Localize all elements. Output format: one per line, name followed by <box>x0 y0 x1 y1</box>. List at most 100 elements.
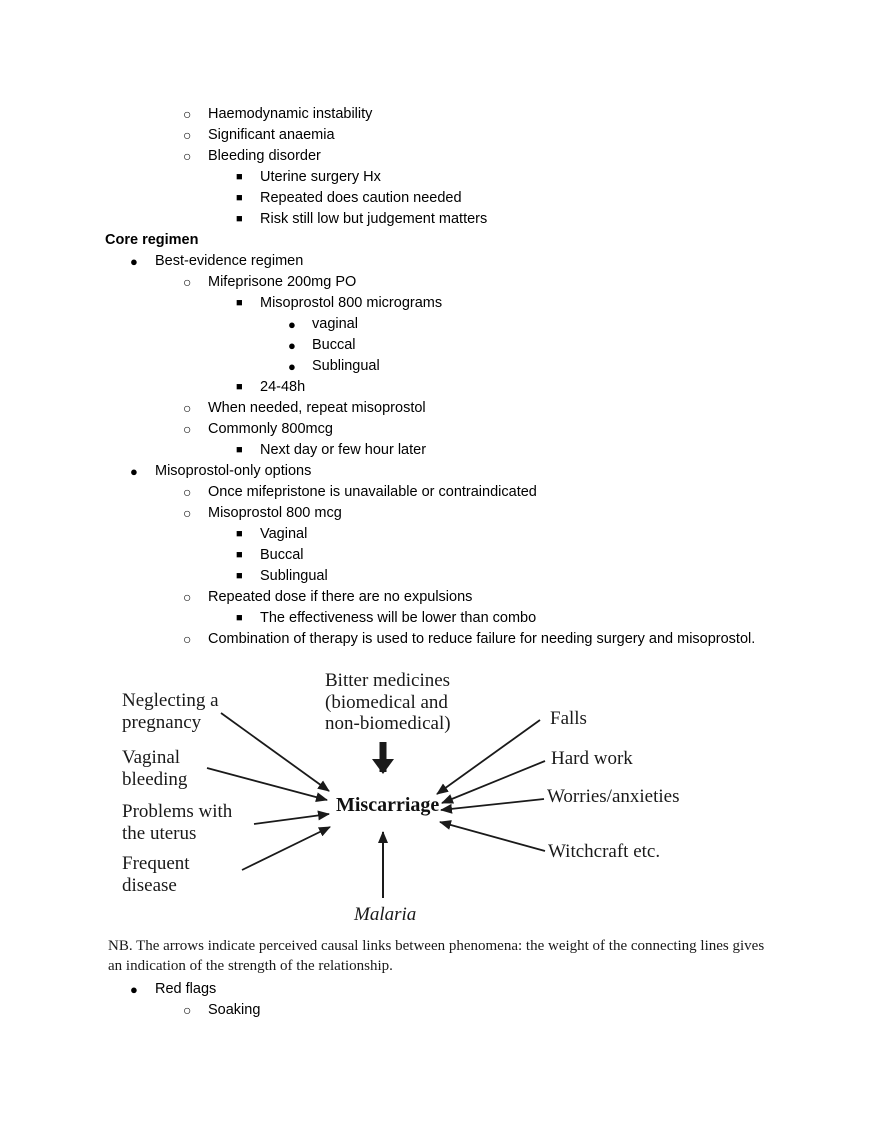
list-item: ○ Once mifepristone is unavailable or con… <box>0 482 880 503</box>
arrow-vaginal-bleeding-to-miscarriage <box>206 767 328 802</box>
bullet-icon: ● <box>130 982 138 997</box>
bullet-icon: ○ <box>183 631 192 647</box>
heading: Core regimen <box>0 230 880 251</box>
bullet-icon: ● <box>130 464 138 479</box>
bullet-icon: ○ <box>183 274 192 290</box>
list-item-text: Misoprostol-only options <box>155 463 312 479</box>
list-item-text: Uterine surgery Hx <box>260 169 381 185</box>
list-item-text: Combination of therapy is used to reduce… <box>208 631 756 647</box>
list-item-text: Bleeding disorder <box>208 148 321 164</box>
bullet-icon: ■ <box>236 381 243 393</box>
bullet-icon: ■ <box>236 570 243 582</box>
list-item: ● Red flags <box>0 979 880 1000</box>
bullet-icon: ○ <box>183 505 192 521</box>
bullet-icon: ■ <box>236 612 243 624</box>
list-item-text: Red flags <box>155 981 217 997</box>
list-item: ● Best-evidence regimen <box>0 251 880 272</box>
list-item-text: Repeated dose if there are no expulsions <box>208 589 473 605</box>
list-item: ●Sublingual <box>0 356 880 377</box>
list-item-text: Buccal <box>312 337 356 353</box>
list-item: ○ Haemodynamic instability <box>0 104 880 125</box>
bullet-icon: ○ <box>183 484 192 500</box>
list-item: ■ Buccal <box>0 545 880 566</box>
bullet-icon: ○ <box>183 1002 192 1018</box>
list-item-text: The effectiveness will be lower than com… <box>260 610 537 626</box>
list-item: ○ When needed, repeat misoprostol <box>0 398 880 419</box>
figure-label-vaginal-bleeding: Vaginal bleeding <box>122 747 188 790</box>
bullet-icon: ■ <box>236 213 243 225</box>
bullet-icon: ■ <box>236 444 243 456</box>
list-item-text: Next day or few hour later <box>260 442 427 458</box>
arrow-hard-work-to-miscarriage <box>441 760 546 804</box>
list-item: ○ Significant anaemia <box>0 125 880 146</box>
list-item-text: Misoprostol 800 mcg <box>208 505 342 521</box>
bullet-icon: ■ <box>236 549 243 561</box>
figure-label-problems-uterus: Problems with the uterus <box>122 801 233 844</box>
list-item: ○ Soaking <box>0 1000 880 1021</box>
bullet-icon: ● <box>288 317 296 332</box>
arrow-frequent-disease-to-miscarriage <box>241 826 331 871</box>
arrow-falls-to-miscarriage <box>436 719 541 795</box>
bullet-icon: ● <box>288 338 296 353</box>
figure-label-worries-anxieties: Worries/anxieties <box>547 786 680 807</box>
bullet-icon: ■ <box>236 192 243 204</box>
arrow-witchcraft-to-miscarriage <box>439 820 546 852</box>
arrow-worries-to-miscarriage <box>440 798 545 814</box>
list-item-text: Best-evidence regimen <box>155 253 304 269</box>
list-item: ■ Repeated does caution needed <box>0 188 880 209</box>
list-item-text: vaginal <box>312 316 358 332</box>
bullet-icon: ■ <box>236 297 243 309</box>
figure-arrows <box>206 712 546 898</box>
bullet-icon: ○ <box>183 148 192 164</box>
arrow-problems-uterus-to-miscarriage <box>253 810 330 825</box>
list-item-text: Mifeprisone 200mg PO <box>208 274 357 290</box>
list-item: ■ Next day or few hour later <box>0 440 880 461</box>
bullet-icon: ○ <box>183 106 192 122</box>
bullet-icon: ■ <box>236 171 243 183</box>
list-item-text: When needed, repeat misoprostol <box>208 400 426 416</box>
figure-caption: NB. The arrows indicate perceived causal… <box>108 938 765 974</box>
list-item-text: Repeated does caution needed <box>260 190 462 206</box>
figure-label-falls: Falls <box>550 708 587 729</box>
list-item: ■Vaginal <box>0 524 880 545</box>
list-item: ○ Repeated dose if there are no expulsion… <box>0 587 880 608</box>
list-item: ■ Uterine surgery Hx <box>0 167 880 188</box>
figure-label-frequent-disease: Frequent disease <box>122 853 190 896</box>
bulleted-list-footer: ● Red flags ○ Soaking <box>0 979 880 1021</box>
figure-center-miscarriage: Miscarriage <box>336 794 440 816</box>
arrow-neglecting-to-miscarriage <box>220 712 330 792</box>
figure-label-neglecting-pregnancy: Neglecting a pregnancy <box>122 690 219 733</box>
list-item-text: Buccal <box>260 547 304 563</box>
list-item: ○ Mifeprisone 200mg PO <box>0 272 880 293</box>
list-item-text: Significant anaemia <box>208 127 335 143</box>
list-item-text: Misoprostol 800 micrograms <box>260 295 443 311</box>
list-item-text: Risk still low but judgement matters <box>260 211 488 227</box>
list-item: ○Commonly 800mcg <box>0 419 880 440</box>
bullet-icon: ○ <box>183 127 192 143</box>
bullet-icon: ○ <box>183 421 192 437</box>
list-item: ● vaginal <box>0 314 880 335</box>
list-item-text: Core regimen <box>105 232 199 248</box>
list-item: ■ Sublingual <box>0 566 880 587</box>
list-item: ■ 24-48h <box>0 377 880 398</box>
list-item: ○ Combination of therapy is used to reduc… <box>0 629 880 650</box>
bulleted-list-main: ○ Haemodynamic instability ○ Significant an… <box>0 104 880 650</box>
list-item-text: Soaking <box>208 1002 261 1018</box>
bullet-icon: ■ <box>236 528 243 540</box>
list-item: ■ Misoprostol 800 micrograms <box>0 293 880 314</box>
list-item-text: 24-48h <box>260 379 306 395</box>
list-item-text: Haemodynamic instability <box>208 106 373 122</box>
bullet-icon: ● <box>288 359 296 374</box>
list-item: ○ Bleeding disorder <box>0 146 880 167</box>
bullet-icon: ○ <box>183 400 192 416</box>
figure-label-hard-work: Hard work <box>551 748 633 769</box>
list-item: ○ Misoprostol 800 mcg <box>0 503 880 524</box>
list-item-text: Once mifepristone is unavailable or cont… <box>208 484 537 500</box>
bullet-icon: ● <box>130 254 138 269</box>
figure-label-witchcraft: Witchcraft etc. <box>548 841 661 862</box>
list-item-text: Sublingual <box>260 568 328 584</box>
figure-label-malaria: Malaria <box>354 904 417 925</box>
bullet-icon: ○ <box>183 589 192 605</box>
list-item: ● Misoprostol-only options <box>0 461 880 482</box>
